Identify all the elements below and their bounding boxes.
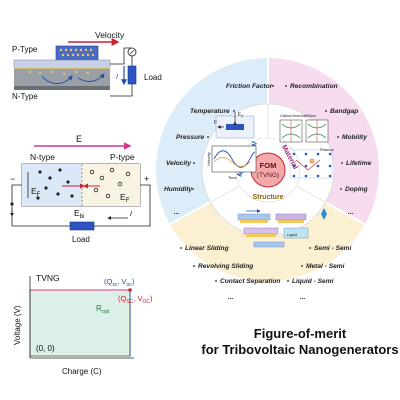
inset-fn-label: Fn (238, 112, 243, 118)
mechanical-item-pressure: Pressure (176, 134, 205, 141)
structure-item-contact: Contact Separation (220, 278, 280, 285)
minus-sign: − (10, 174, 15, 184)
band-circuit-right (94, 184, 151, 227)
mechanical-list: Friction Factor Temperature Pressure Vel… (164, 83, 273, 216)
point-top-marker (128, 288, 132, 292)
title-line-1: Figure-of-merit (253, 326, 347, 341)
fom-wheel: FOM (TVNG) Mechanical Material Structure… (155, 58, 380, 301)
structure-right-bullets (287, 247, 311, 282)
inset-f-label: F (214, 120, 217, 126)
mechanical-item-humidity: Humidity (164, 186, 193, 193)
electron-dots (36, 168, 74, 200)
mechanical-item-more: ... (174, 209, 180, 216)
field-label: E (76, 134, 82, 144)
n-type-base (14, 86, 110, 90)
tvng-region (32, 292, 128, 354)
n-region (22, 164, 82, 206)
material-item-lifetime: Lifetime (346, 160, 372, 167)
ef-right-label: EF (120, 192, 130, 204)
velocity-label: Velocity (95, 30, 125, 40)
inset-liquid-label: Liquid (287, 233, 297, 237)
circuit-wire-top (110, 47, 132, 65)
mechanical-item-velocity: Velocity (166, 160, 191, 167)
x-axis-label: Charge (C) (62, 367, 102, 376)
p-type-label: P-Type (12, 45, 38, 54)
droplet-icon (321, 208, 327, 220)
mechanical-item-temperature: Temperature (190, 108, 230, 115)
inset-phonon-label: Phonon (320, 147, 334, 152)
band-load-icon (69, 221, 95, 231)
structure-right-more: ... (300, 294, 306, 301)
structure-item-revolving: Revolving Sliding (198, 263, 253, 270)
p-type-bar (13, 59, 111, 69)
structure-item-liquid-semi: Liquid - Semi (292, 278, 334, 285)
center-label-line2: (TVNG) (257, 172, 279, 179)
structure-item-metal-semi: Metal - Semi (306, 263, 345, 270)
material-inset: Gallium Arsenide Silicon Phonon (279, 114, 334, 179)
lattice-icon (289, 149, 333, 179)
point-top-label: (Qsc, Voc) (104, 277, 135, 288)
center-label-line1: FOM (260, 161, 277, 170)
load-resistor-icon (127, 65, 137, 85)
electron-flow-icon (10, 202, 14, 217)
title-line-2: for Tribovoltaic Nanogenerators (201, 342, 399, 357)
band-load-label: Load (72, 235, 90, 244)
hole-dots (89, 167, 131, 199)
material-item-doping: Doping (345, 186, 368, 193)
interface-dots (29, 71, 89, 75)
mechanical-bullets (192, 85, 274, 190)
y-axis-label: Voltage (V) (13, 305, 22, 345)
structure-right-list: Semi - Semi Metal - Semi Liquid - Semi .… (292, 245, 352, 301)
structure-left-list: Linear Sliding Revolving Sliding Contact… (185, 245, 280, 301)
structure-left-more: ... (228, 294, 234, 301)
panel-sliding-schematic: Velocity P-Type N-Type I Load (12, 30, 162, 101)
flow-arrow-right (77, 73, 105, 82)
mechanical-inset: Fn F Time Velocity (206, 112, 257, 180)
curve-label: TVNG (36, 273, 60, 283)
structure-inset: Liquid (237, 208, 327, 248)
n-type-region (14, 68, 110, 90)
ebi-label: Ebi (74, 208, 84, 220)
slider-dots (59, 48, 95, 57)
material-item-mobility: Mobility (342, 134, 367, 141)
structure-item-semi-semi: Semi - Semi (314, 245, 352, 252)
inset-si-label: Silicon (306, 114, 316, 118)
ring-label-structure: Structure (252, 194, 283, 201)
n-type-label: N-type (30, 152, 55, 162)
flow-arrow-left (41, 75, 73, 84)
inset-ga-label: Gallium Arsenide (280, 114, 307, 118)
panel-fom-chart: TVNG Ropt (Qsc, Voc) (QSC, VOC) (0, 0) C… (13, 273, 153, 376)
p-type-label: P-type (110, 152, 135, 162)
n-type-label: N-Type (12, 92, 38, 101)
material-item-more: ... (348, 209, 354, 216)
material-item-recombination: Recombination (290, 83, 338, 90)
r-opt-region (29, 289, 131, 357)
material-bullets (285, 85, 343, 190)
figure-title: Figure-of-merit for Tribovoltaic Nanogen… (200, 326, 400, 358)
origin-label: (0, 0) (36, 344, 55, 353)
plus-sign: + (144, 174, 149, 184)
inset-mech-y: Velocity (206, 152, 211, 166)
band-current-label: I (130, 211, 132, 218)
velocity-wave (213, 150, 256, 168)
current-label: I (116, 74, 118, 81)
structure-left-bullets (180, 247, 217, 282)
load-label: Load (144, 73, 162, 82)
inset-mech-x: Time (228, 175, 238, 180)
panel-band-diagram: E N-type P-type EF EF Ebi − + Load I (10, 134, 151, 244)
point-right-label: (QSC, VOC) (118, 294, 153, 305)
material-list: Recombination Bandgap Mobility Lifetime … (290, 83, 372, 216)
structure-item-linear: Linear Sliding (185, 245, 229, 252)
p-type-slider (55, 45, 99, 61)
material-item-bandgap: Bandgap (330, 108, 358, 115)
region-label: Ropt (96, 304, 110, 315)
mechanical-item-friction: Friction Factor (226, 83, 273, 90)
ef-left-label: EF (31, 186, 41, 198)
p-region (82, 164, 140, 206)
